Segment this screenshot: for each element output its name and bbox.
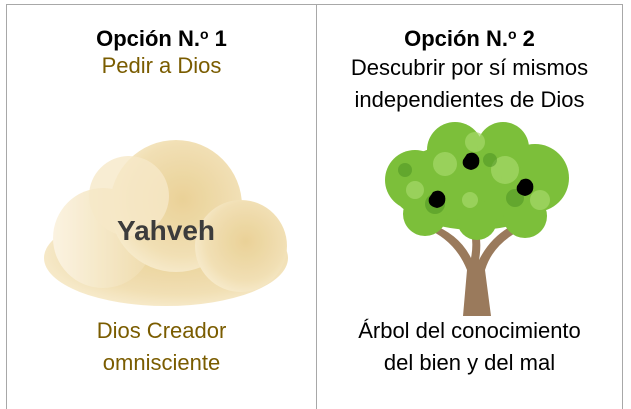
option-1-caption-line-1: Dios Creador bbox=[96, 318, 227, 343]
option-2-subtitle-line-1: Descubrir por sí mismos bbox=[350, 55, 589, 80]
option-2-heading: Opción N.o 2 bbox=[404, 26, 535, 51]
option-2-subtitle-line-2: independientes de Dios bbox=[354, 87, 585, 112]
column-divider bbox=[316, 4, 317, 409]
cloud-label: Yahveh bbox=[116, 215, 216, 246]
option-2-column: Opción N.o 2 Descubrir por sí mismos ind… bbox=[317, 4, 622, 409]
option-1-column: Opción N.o 1 Pedir a Dios Yahveh Dios Cr… bbox=[7, 4, 316, 409]
comparison-table bbox=[6, 4, 623, 409]
option-2-caption: Árbol del conocimiento del bien y del ma… bbox=[317, 315, 622, 379]
fruit-group bbox=[428, 152, 534, 208]
option-1-heading: Opción N.o 1 bbox=[96, 26, 227, 51]
tree-icon bbox=[385, 122, 569, 316]
option-2-caption-line-2: del bien y del mal bbox=[383, 350, 556, 375]
option-2-subtitle: Descubrir por sí mismos independientes d… bbox=[317, 52, 622, 116]
option-1-subtitle: Pedir a Dios bbox=[101, 53, 222, 78]
cloud-icon bbox=[44, 140, 288, 306]
option-1-caption: Dios Creador omnisciente bbox=[7, 315, 316, 379]
option-2-caption-line-1: Árbol del conocimiento bbox=[358, 318, 581, 343]
option-1-caption-line-2: omnisciente bbox=[102, 350, 221, 375]
